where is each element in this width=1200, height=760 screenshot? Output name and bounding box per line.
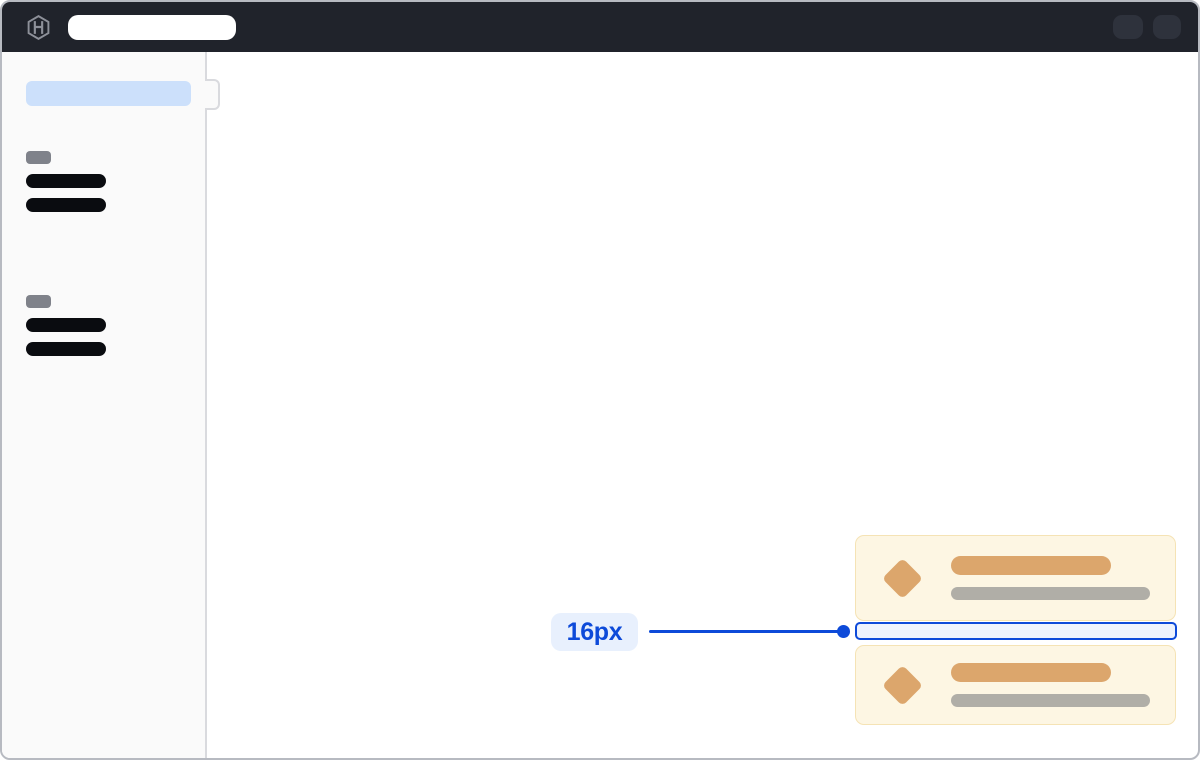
- list-card[interactable]: [855, 645, 1176, 725]
- annotation-connector-line: [649, 630, 839, 633]
- top-nav-bar: [2, 2, 1198, 52]
- list-card[interactable]: [855, 535, 1176, 621]
- card-text-placeholders: [951, 556, 1150, 600]
- spacing-annotation-label: 16px: [551, 613, 638, 651]
- sidebar-nav-item[interactable]: [26, 318, 106, 332]
- sidebar-section-label: [26, 151, 51, 164]
- spacing-highlight-box: [855, 622, 1177, 640]
- sidebar-active-item[interactable]: [26, 81, 191, 106]
- diamond-icon: [881, 557, 924, 599]
- topbar-action-placeholder-1[interactable]: [1113, 15, 1143, 39]
- card-title-placeholder: [951, 556, 1111, 575]
- sidebar-collapse-handle[interactable]: [205, 79, 220, 110]
- sidebar-section-label: [26, 295, 51, 308]
- sidebar: [2, 52, 207, 758]
- sidebar-nav-item[interactable]: [26, 342, 106, 356]
- card-title-placeholder: [951, 663, 1111, 682]
- card-text-placeholders: [951, 663, 1150, 707]
- topbar-search-placeholder[interactable]: [68, 15, 236, 40]
- diamond-icon: [881, 664, 924, 706]
- hashicorp-logo-icon[interactable]: [24, 13, 52, 41]
- annotation-connector-dot: [837, 625, 850, 638]
- sidebar-nav-item[interactable]: [26, 198, 106, 212]
- spacing-annotation-text: 16px: [566, 617, 623, 646]
- sidebar-nav-item[interactable]: [26, 174, 106, 188]
- card-subtitle-placeholder: [951, 587, 1150, 600]
- topbar-action-placeholder-2[interactable]: [1153, 15, 1181, 39]
- card-subtitle-placeholder: [951, 694, 1150, 707]
